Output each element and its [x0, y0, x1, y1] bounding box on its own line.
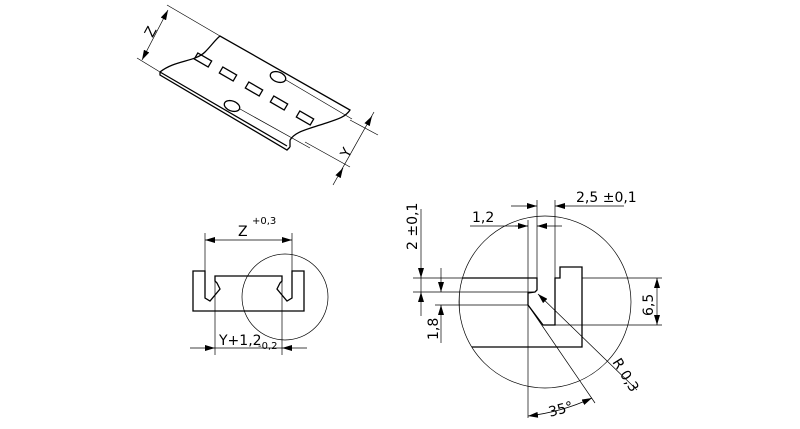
detail-extension-lines: [413, 200, 662, 418]
dimension-y-iso: [304, 111, 379, 186]
detail-dim-radius-label: R 0,3: [609, 356, 642, 395]
detail-dim-angle-label: 35°: [547, 399, 575, 421]
detail-circle-marker: [241, 253, 329, 341]
detail-profile: [459, 266, 583, 348]
dimension-z: [204, 233, 293, 271]
detail-dim-slot-width-label: 2,5 ±0,1: [576, 190, 637, 206]
dimension-angle: [527, 304, 596, 418]
plate-holes: [223, 70, 287, 113]
dimension-y: [190, 280, 307, 355]
plate-fold-lines: [239, 79, 353, 149]
dimension-radius: [537, 293, 638, 391]
section-view: Z +0,3 Y+1,2 -0,2: [190, 216, 329, 355]
section-profile: [192, 270, 305, 312]
section-dim-z-tolerance: +0,3: [252, 216, 276, 227]
iso-dim-z-label: Z: [142, 24, 161, 40]
section-dim-y-label: Y+1,2: [218, 333, 262, 349]
detail-dim-height-label: 6,5: [641, 294, 657, 316]
detail-view: 2,5 ±0,1 1,2 2 ±0,1 1,8 6,5 R 0,3: [405, 190, 662, 421]
isometric-view: Z Y: [136, 4, 379, 186]
iso-dim-y-label: Y: [337, 145, 356, 161]
section-dim-y-tolerance: -0,2: [258, 341, 278, 352]
section-dim-z-label: Z: [238, 224, 248, 240]
dimension-z-iso: [136, 4, 221, 73]
detail-circle: [458, 215, 632, 389]
detail-dim-lower-label: 1,8: [426, 318, 442, 340]
detail-dim-offset-label: 1,2: [472, 210, 494, 226]
plate-slots: [193, 52, 315, 126]
plate-edge: [159, 71, 291, 151]
detail-dim-depth-label: 2 ±0,1: [405, 203, 421, 250]
